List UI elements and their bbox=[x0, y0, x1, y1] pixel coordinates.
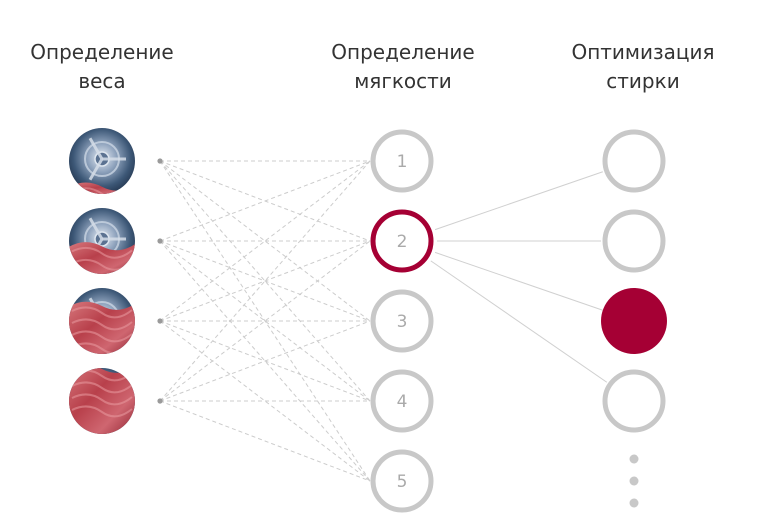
dashed-connection-2-1 bbox=[159, 160, 371, 242]
solid-connection-4 bbox=[430, 260, 608, 383]
optimization-node-3 bbox=[601, 288, 667, 354]
softness-label-4: 4 bbox=[397, 392, 408, 412]
softness-node-2 bbox=[370, 209, 434, 273]
solid-connection-1 bbox=[434, 171, 603, 231]
ellipsis-dot-1 bbox=[629, 454, 639, 464]
softness-node-3 bbox=[370, 289, 434, 353]
header-softness-detection: Определение мягкости bbox=[293, 38, 513, 96]
optimization-node-2 bbox=[602, 209, 666, 273]
weight-dot-2 bbox=[157, 238, 163, 244]
ellipsis-dot-2 bbox=[629, 476, 639, 486]
optimization-node-4 bbox=[602, 369, 666, 433]
dashed-connection-2-4 bbox=[159, 240, 371, 402]
softness-label-5: 5 bbox=[397, 472, 408, 492]
softness-label-3: 3 bbox=[397, 312, 408, 332]
drum-mostly-full-image bbox=[69, 288, 135, 354]
solid-connection-3 bbox=[434, 251, 603, 311]
ellipsis-dot-3 bbox=[629, 498, 639, 508]
optimization-node-1 bbox=[602, 129, 666, 193]
dashed-connection-3-2 bbox=[159, 240, 371, 322]
softness-label-2: 2 bbox=[397, 232, 408, 252]
dashed-connection-1-3 bbox=[159, 160, 371, 322]
drum-half-image bbox=[69, 208, 135, 274]
header-softness-line2: мягкости bbox=[354, 69, 452, 93]
dashed-connection-3-5 bbox=[159, 320, 371, 482]
header-optimization-line1: Оптимизация bbox=[571, 40, 715, 64]
dashed-connection-4-2 bbox=[159, 240, 371, 402]
weight-dot-4 bbox=[157, 398, 163, 404]
dashed-connection-4-3 bbox=[159, 320, 371, 402]
header-optimization-line2: стирки bbox=[606, 69, 680, 93]
weight-dot-1 bbox=[157, 158, 163, 164]
softness-label-1: 1 bbox=[397, 152, 408, 172]
softness-node-4 bbox=[370, 369, 434, 433]
header-wash-optimization: Оптимизация стирки bbox=[533, 38, 753, 96]
header-weight-detection: Определение веса bbox=[0, 38, 212, 96]
header-weight-line1: Определение bbox=[30, 40, 174, 64]
weight-dot-3 bbox=[157, 318, 163, 324]
dashed-connection-3-1 bbox=[159, 160, 371, 322]
drum-full-image bbox=[69, 368, 135, 434]
softness-node-1 bbox=[370, 129, 434, 193]
header-softness-line1: Определение bbox=[331, 40, 475, 64]
drum-empty-image bbox=[69, 128, 135, 194]
header-weight-line2: веса bbox=[78, 69, 126, 93]
softness-node-5 bbox=[370, 449, 434, 513]
dashed-connection-4-5 bbox=[159, 400, 371, 482]
